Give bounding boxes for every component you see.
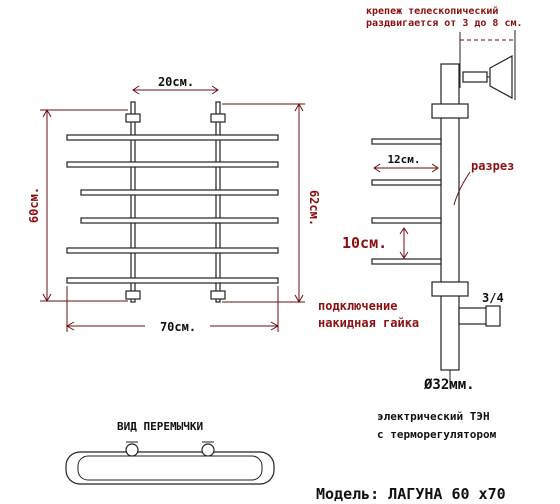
label-connection-1: подключение <box>318 299 397 313</box>
jumper-view: ВИД ПЕРЕМЫЧКИ <box>65 420 275 485</box>
bar-1 <box>66 134 279 141</box>
mount-bracket <box>462 71 488 83</box>
jumper-fitting-left <box>125 443 139 457</box>
bar-3 <box>80 189 279 196</box>
label-70cm: 70см. <box>160 320 196 334</box>
label-telescopic-2: раздвигается от 3 до 8 см. <box>366 18 523 29</box>
shelf-3 <box>371 217 442 224</box>
label-20cm: 20см. <box>158 75 194 89</box>
arrow-r70 <box>270 321 280 331</box>
bar-4 <box>80 217 279 224</box>
label-heater-1: электрический ТЭН <box>377 410 490 423</box>
arrow-dn10 <box>399 251 409 259</box>
arrow-r12 <box>431 163 439 173</box>
arrow-right <box>211 85 219 95</box>
arrow-down <box>42 293 52 303</box>
arrow-up-r <box>294 102 304 112</box>
side-view: крепеж телескопический раздвигается от 3… <box>318 5 523 441</box>
fitting-top-right <box>210 113 226 123</box>
arrow-l12 <box>373 163 381 173</box>
arrow-up <box>42 108 52 118</box>
label-62cm: 62см. <box>307 190 321 226</box>
section-leader <box>453 171 471 206</box>
label-connection-2: накидная гайка <box>318 316 419 330</box>
bar-6 <box>66 277 279 284</box>
jumper-fitting-right <box>201 443 215 457</box>
label-thread: 3/4 <box>482 291 504 305</box>
post-right <box>215 101 221 303</box>
arrow-l70 <box>65 321 75 331</box>
arrow-up10 <box>399 227 409 235</box>
shelf-1 <box>371 138 442 145</box>
label-10cm: 10см. <box>342 234 387 252</box>
fitting-top-left <box>125 113 141 123</box>
fitting-top <box>431 103 469 119</box>
post-left <box>130 101 136 303</box>
jumper-outer <box>65 451 275 485</box>
shelf-2 <box>371 179 442 186</box>
label-heater-2: с терморегулятором <box>377 428 497 441</box>
model-label: Модель: ЛАГУНА 60 х70 <box>316 485 506 503</box>
jumper-inner <box>77 455 263 481</box>
label-section: разрез <box>471 159 514 173</box>
fitting-bottom-left <box>125 290 141 300</box>
bar-2 <box>66 161 279 168</box>
connection-pipe <box>458 307 490 325</box>
fitting-bottom <box>431 281 469 297</box>
arrow-down-r <box>294 294 304 304</box>
fitting-bottom-right <box>210 290 226 300</box>
label-jumper: ВИД ПЕРЕМЫЧКИ <box>117 420 203 433</box>
bar-5 <box>66 247 279 254</box>
label-diameter: Ø32мм. <box>423 377 475 393</box>
union-nut <box>485 305 501 327</box>
arrow-left <box>132 85 140 95</box>
wall-flange <box>489 54 513 100</box>
shelf-4 <box>371 258 442 265</box>
front-view: 20см. 60см. 62см. <box>27 75 321 334</box>
label-60cm: 60см. <box>27 187 41 223</box>
label-telescopic-1: крепеж телескопический <box>366 5 498 17</box>
label-12cm: 12см. <box>387 153 420 166</box>
